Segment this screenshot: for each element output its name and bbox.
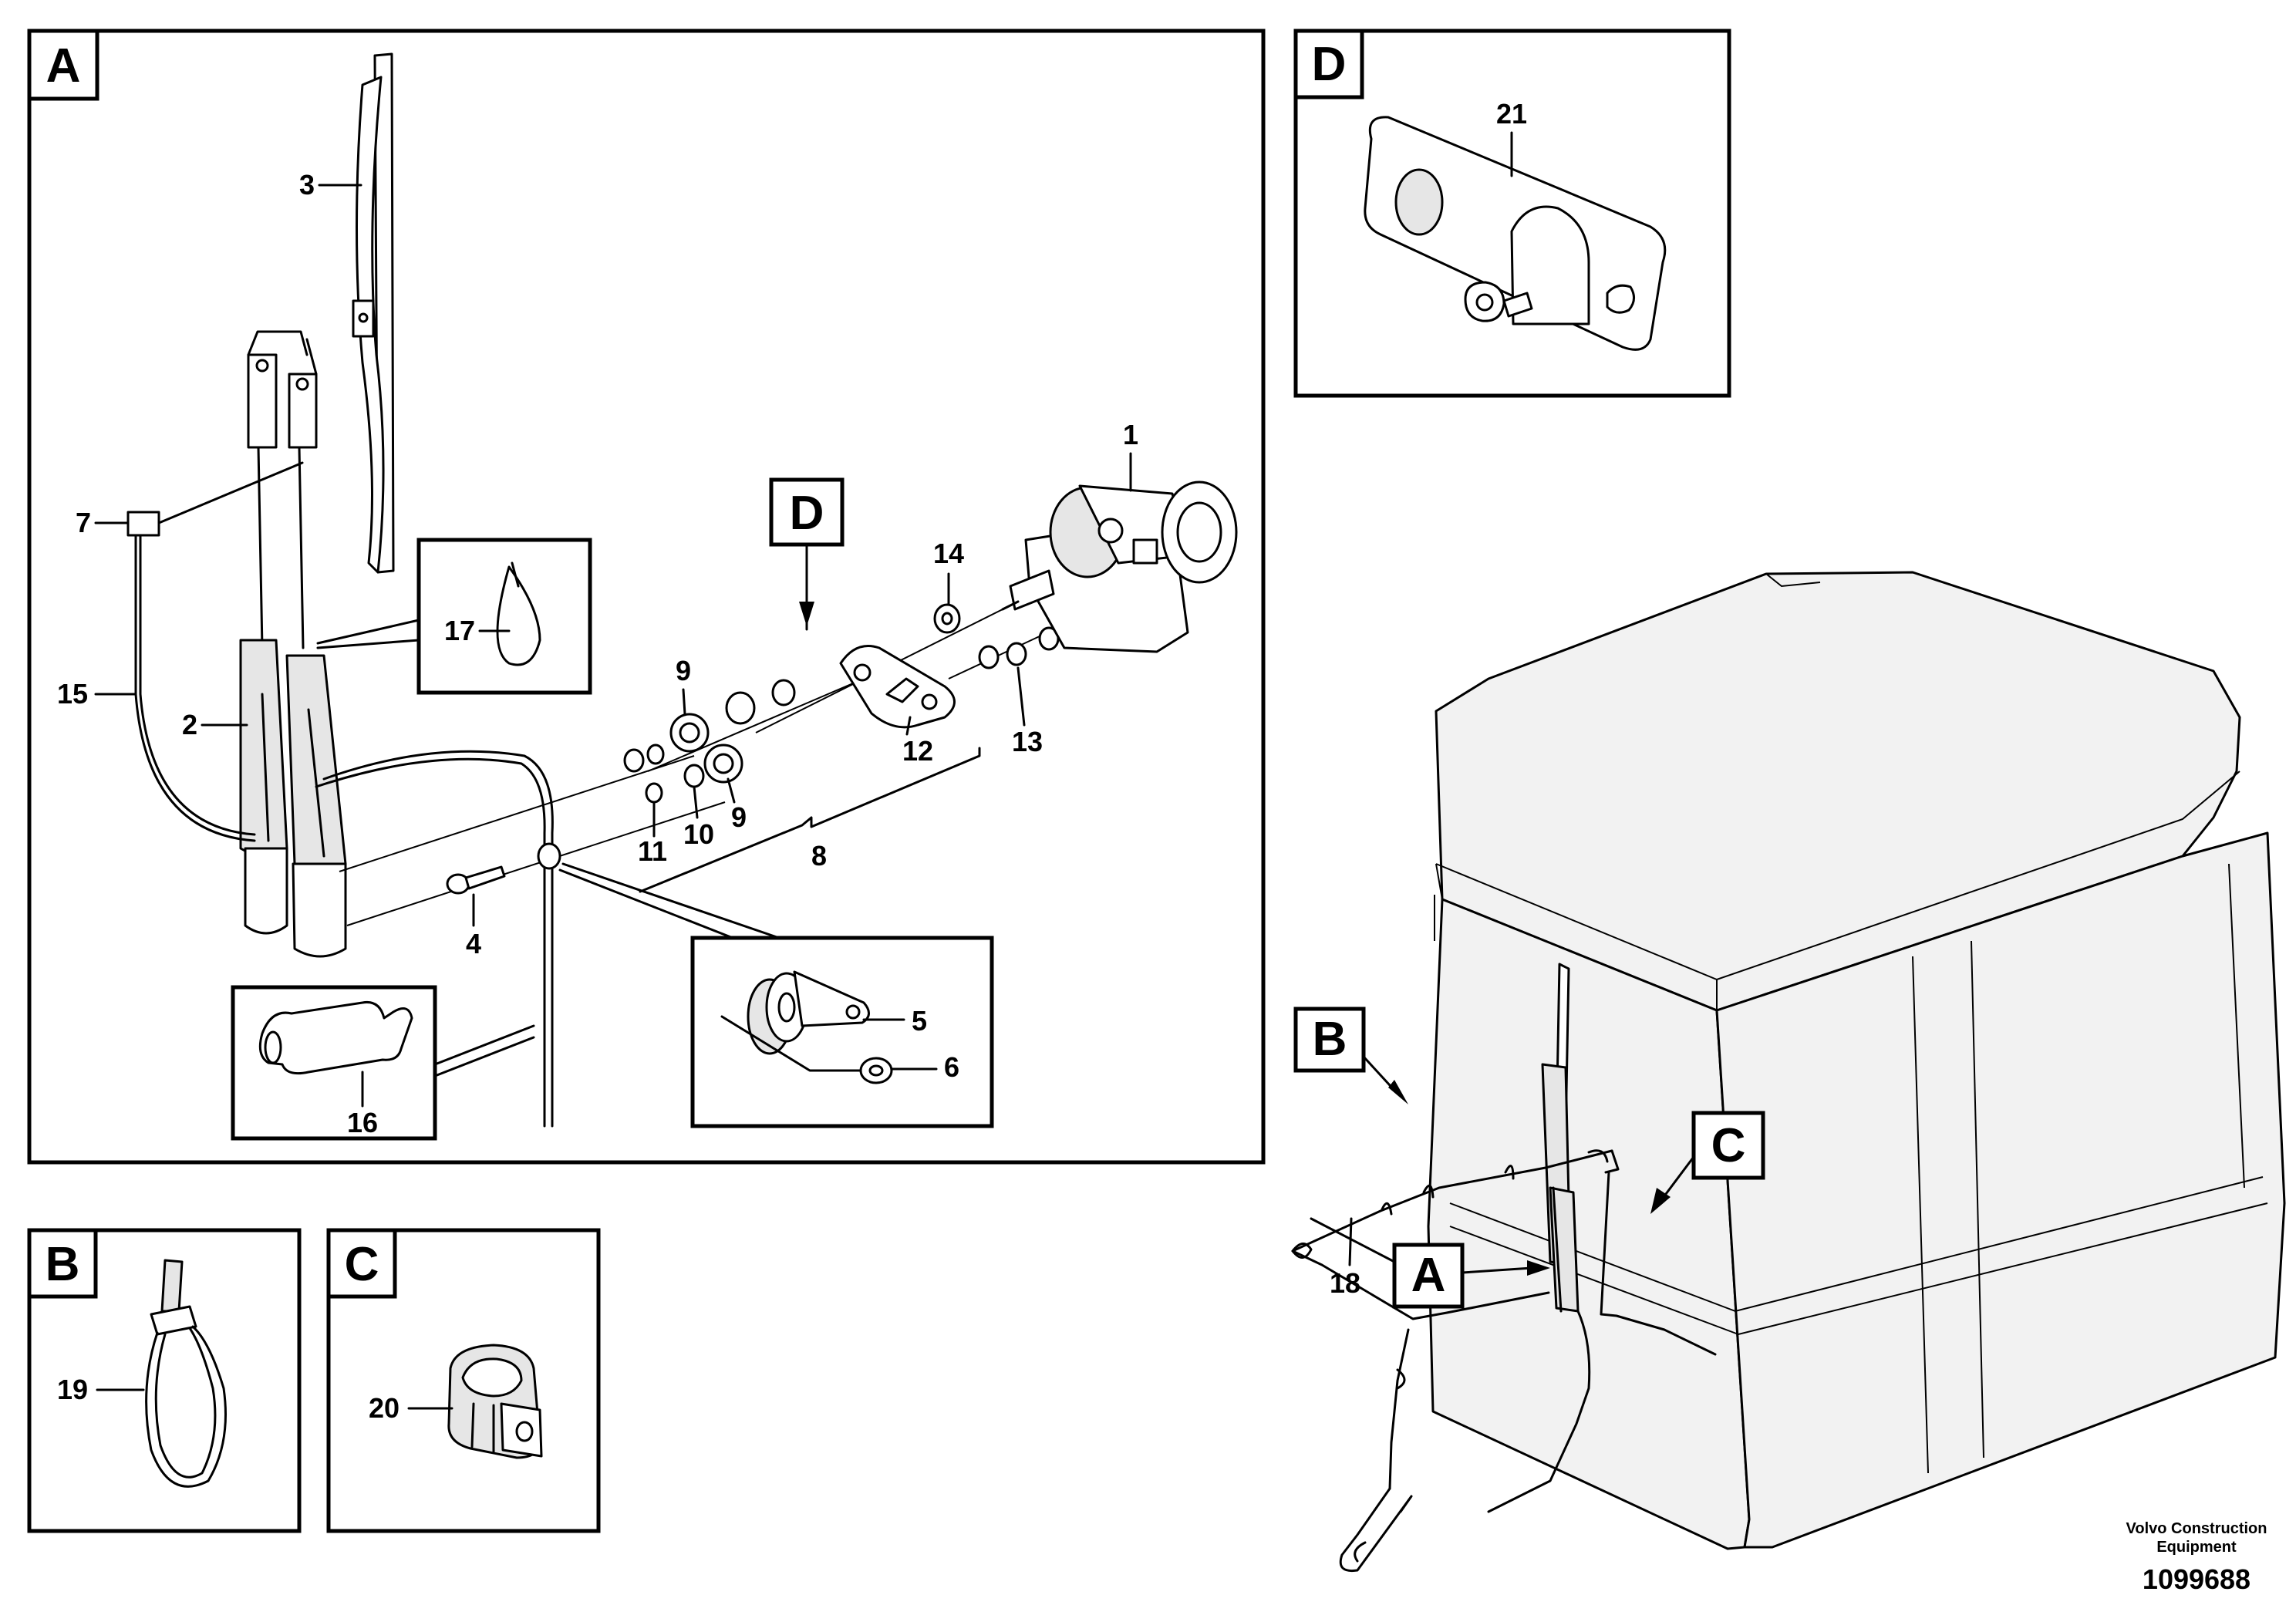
- panel-c: C 20: [326, 1228, 601, 1533]
- panel-a-frame: [27, 29, 1266, 1165]
- part-number-12: 12: [902, 735, 933, 767]
- panel-a-letter: A: [46, 39, 81, 93]
- part-number-1: 1: [1123, 419, 1138, 450]
- group-bracket-8: [639, 747, 981, 893]
- washers: [933, 603, 1060, 669]
- panel-a-tag: [27, 29, 99, 101]
- part-number-10: 10: [683, 818, 714, 850]
- cab-wall-side: [1715, 831, 2286, 1549]
- panel-a: A: [27, 29, 1266, 1165]
- part-number-9b: 9: [731, 801, 747, 833]
- cab-overview: A B C 18: [1291, 571, 2286, 1573]
- panel-c-frame: [326, 1228, 601, 1533]
- inset-17: [316, 538, 592, 695]
- spline-hubs: [623, 679, 796, 804]
- callout-a-letter: A: [1411, 1249, 1446, 1302]
- company-name-line1: Volvo Construction: [2126, 1520, 2267, 1537]
- part-number-18: 18: [1330, 1267, 1360, 1299]
- panel-d-tag: [1293, 29, 1364, 99]
- callout-c: C: [1650, 1111, 1765, 1214]
- panel-b-letter: B: [46, 1238, 80, 1291]
- part-number-13: 13: [1012, 726, 1043, 757]
- part-number-19: 19: [57, 1374, 88, 1405]
- mounting-bracket-21: [1364, 116, 1667, 351]
- panel-b-frame: [27, 1228, 302, 1533]
- panel-b-tag: [27, 1228, 98, 1299]
- part-number-2: 2: [182, 709, 197, 740]
- part-number-16: 16: [347, 1107, 378, 1138]
- part-number-11: 11: [638, 835, 667, 867]
- part-number-8: 8: [811, 840, 827, 872]
- drawing-number: 1099688: [2143, 1563, 2250, 1595]
- mounting-plate: [839, 645, 956, 729]
- callout-b: B: [1293, 1007, 1408, 1104]
- panel-c-tag: [326, 1228, 397, 1299]
- part-number-9a: 9: [676, 655, 691, 686]
- wiper-blade: [352, 52, 395, 574]
- part-number-14: 14: [933, 538, 964, 569]
- panel-c-letter: C: [345, 1238, 379, 1291]
- part-number-5: 5: [912, 1005, 927, 1037]
- cable-tie-19: [145, 1259, 227, 1488]
- callout-d: D: [769, 477, 845, 631]
- callout-c-letter: C: [1711, 1119, 1746, 1172]
- bolt: [446, 865, 506, 895]
- part-number-7: 7: [76, 507, 91, 538]
- wiper-arms: [239, 330, 347, 958]
- panel-d: D 21: [1293, 29, 1731, 398]
- callout-d-letter: D: [790, 487, 824, 540]
- washer-nozzle-and-hose: [126, 461, 554, 1128]
- callout-a: A: [1310, 1217, 1550, 1309]
- panel-b: B 19: [27, 1228, 302, 1533]
- inset-5-6: [558, 862, 994, 1128]
- part-number-4: 4: [466, 928, 481, 959]
- panel-d-frame: [1293, 29, 1731, 398]
- part-number-3: 3: [299, 169, 315, 201]
- panel-d-letter: D: [1312, 38, 1347, 91]
- company-name-line2: Equipment: [2156, 1539, 2237, 1556]
- part-number-21: 21: [1496, 98, 1527, 130]
- part-number-17: 17: [444, 615, 475, 646]
- part-number-6: 6: [944, 1051, 959, 1083]
- callout-b-letter: B: [1313, 1013, 1347, 1066]
- wiper-motor: [1001, 481, 1238, 653]
- part-number-20: 20: [369, 1392, 400, 1424]
- hose-clip: [537, 842, 561, 870]
- panel-a-labels: 1 2 3 4 5 6 7 8 9 9 10 11 12 13: [57, 169, 1138, 1138]
- inset-16: [231, 985, 535, 1141]
- footer: Volvo Construction Equipment 1099688: [2126, 1520, 2267, 1595]
- alignment-lines: [339, 601, 1065, 926]
- clamp-20: [447, 1344, 543, 1459]
- part-number-15: 15: [57, 678, 88, 710]
